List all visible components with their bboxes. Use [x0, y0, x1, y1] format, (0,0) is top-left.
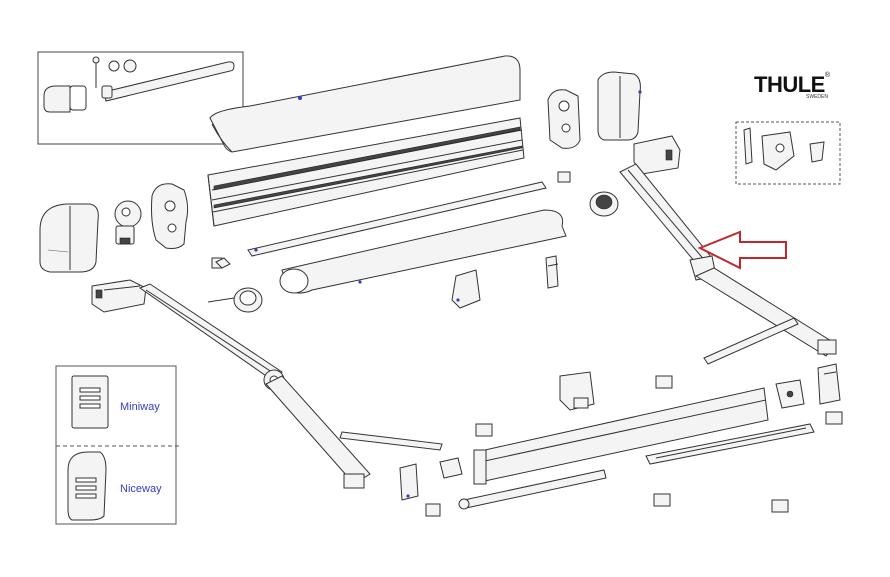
left-arm-lower — [265, 375, 371, 489]
center-clip — [545, 255, 559, 289]
lead-rail-bottom — [458, 469, 607, 510]
thule-logo: THULE® SWEDEN — [754, 72, 830, 100]
left-end-cap — [39, 203, 99, 273]
callout-arrow — [697, 230, 787, 270]
front-bar-bracket — [559, 371, 595, 411]
front-clip-c — [825, 411, 843, 425]
right-wall-bracket — [633, 135, 681, 175]
cassette-cover — [209, 55, 521, 153]
inset-right-parts — [735, 121, 841, 185]
registered-mark: ® — [824, 72, 830, 79]
washer — [108, 60, 120, 72]
small-clip-right — [557, 171, 571, 183]
mid-clip — [475, 423, 493, 437]
left-arm-upper — [138, 283, 283, 381]
lower-clip-bottom — [425, 503, 441, 517]
left-coupling — [207, 287, 263, 313]
right-motor-gearbox — [547, 89, 581, 149]
left-wall-bracket — [91, 279, 147, 313]
center-support-bracket — [451, 269, 481, 309]
variant-label-niceway: Niceway — [120, 483, 162, 495]
cassette-front-profile — [207, 117, 525, 227]
motor-housing — [43, 85, 87, 113]
lead-rail-strip — [247, 181, 547, 257]
front-clip-b — [775, 379, 805, 409]
niceway-end-cap-icon — [67, 451, 107, 521]
drive-shaft — [101, 61, 235, 102]
lower-clip-left — [439, 457, 463, 479]
front-clip-a — [655, 375, 673, 389]
miniway-end-cap-icon — [71, 375, 109, 429]
lower-clip-mid — [653, 493, 671, 507]
fabric-roll — [279, 209, 567, 294]
right-arm-strut — [703, 317, 799, 365]
right-end-cap — [597, 71, 642, 141]
logo-subtext: SWEDEN — [806, 94, 828, 100]
left-gear-unit — [114, 200, 142, 245]
left-arm-strut — [339, 431, 443, 451]
bearing — [123, 59, 137, 73]
variant-label-miniway: Miniway — [120, 401, 160, 413]
small-clip-left-2 — [215, 257, 231, 269]
right-arm-upper — [619, 163, 713, 269]
right-coupling — [589, 191, 619, 217]
left-motor-gearbox — [151, 183, 189, 249]
front-lead-bar — [473, 387, 769, 485]
front-rail-right — [645, 423, 815, 465]
lower-clip-right — [771, 499, 789, 513]
right-arm-lower — [694, 267, 837, 357]
inset-motor-kit — [37, 51, 244, 145]
variant-legend-box — [55, 365, 180, 525]
crank-key — [92, 56, 100, 88]
lower-bracket-left — [399, 463, 419, 501]
logo-text: THULE — [754, 72, 825, 97]
front-end-cap — [817, 363, 841, 405]
